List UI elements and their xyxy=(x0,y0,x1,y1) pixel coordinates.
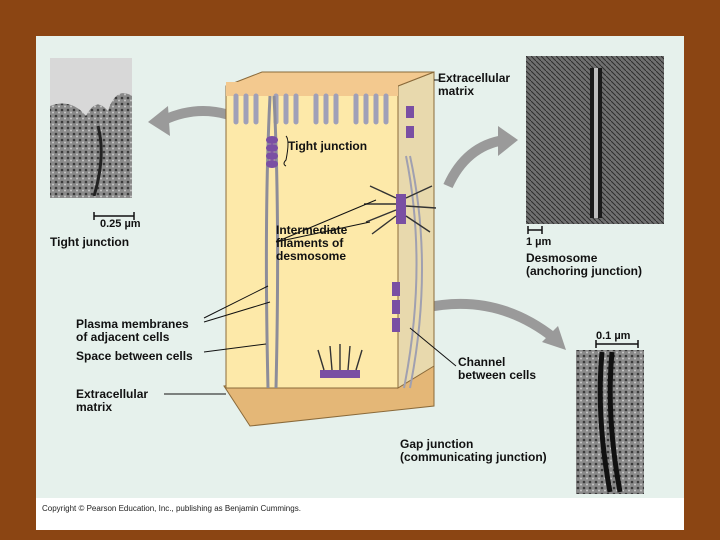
arrow-to-desmosome-micrograph xyxy=(443,135,505,189)
tight-junction-micrograph xyxy=(50,58,132,198)
label-gap-junction: Gap junction (communicating junction) xyxy=(400,437,547,464)
label-plasma-membranes: Plasma membranes of adjacent cells xyxy=(76,317,189,344)
scale-label-gap: 0.1 µm xyxy=(596,330,631,342)
figure-graphics xyxy=(50,56,664,494)
desmosome-micrograph xyxy=(526,56,664,224)
slide: Extracellular matrix Tight junction Inte… xyxy=(36,36,684,530)
scale-bar-desmosome xyxy=(527,226,543,234)
scale-bar-gap xyxy=(595,340,639,348)
label-extracellular-matrix-top: Extracellular matrix xyxy=(438,71,511,98)
label-intermediate-filaments: Intermediate filaments of desmosome xyxy=(276,223,348,263)
label-extracellular-matrix-bottom: Extracellular matrix xyxy=(76,387,149,414)
label-desmosome: Desmosome (anchoring junction) xyxy=(526,251,642,278)
copyright-bar: Copyright © Pearson Education, Inc., pub… xyxy=(36,498,684,530)
scale-bar-tight xyxy=(93,212,135,220)
cell-junctions-figure: Extracellular matrix Tight junction Inte… xyxy=(36,36,684,498)
label-space-between-cells: Space between cells xyxy=(76,349,193,363)
copyright-text: Copyright © Pearson Education, Inc., pub… xyxy=(42,504,301,513)
label-tight-junction: Tight junction xyxy=(288,139,368,153)
scale-label-desmosome: 1 µm xyxy=(526,236,552,248)
cell-diagram xyxy=(223,71,437,427)
leader-lines xyxy=(164,79,457,395)
desmosome-structure xyxy=(317,185,437,378)
scale-label-tight: 0.25 µm xyxy=(100,218,141,230)
label-channel-between-cells: Channel between cells xyxy=(458,355,537,382)
arrow-to-gap-micrograph xyxy=(422,298,558,342)
gap-junction-micrograph xyxy=(576,350,644,494)
label-tight-junction-micrograph: Tight junction xyxy=(50,235,130,249)
